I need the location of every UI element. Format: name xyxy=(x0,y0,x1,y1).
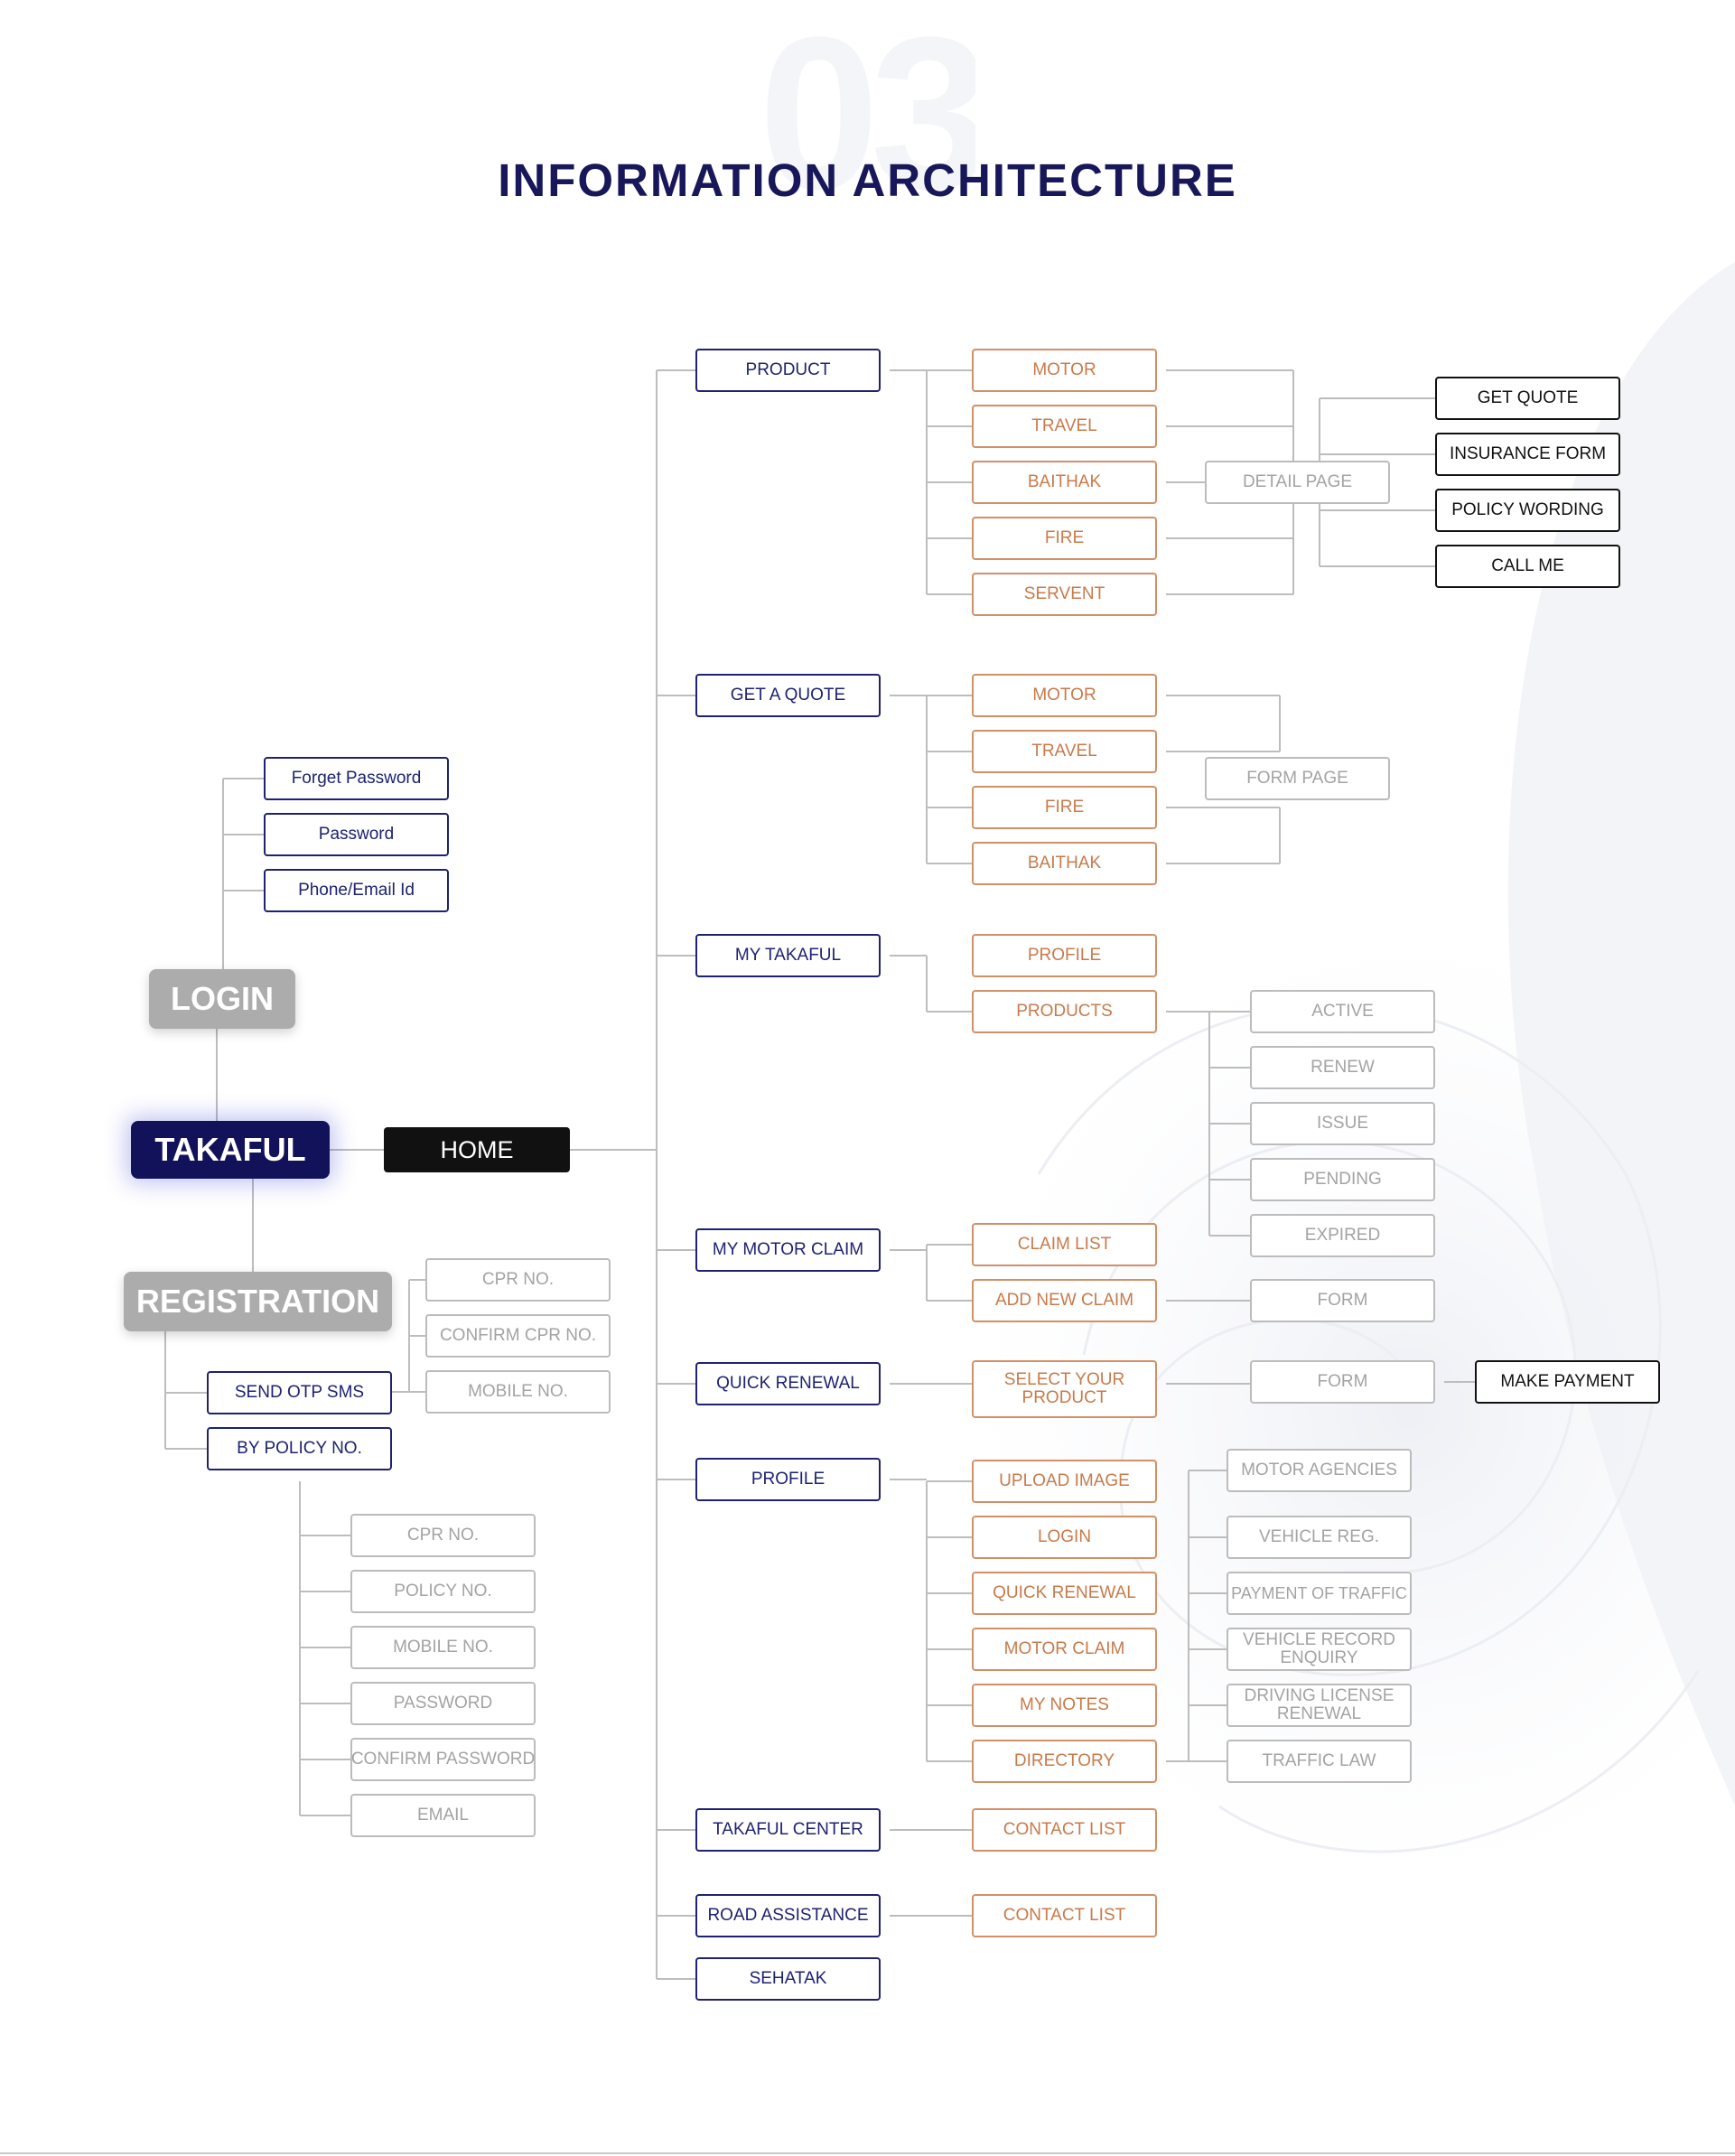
section-number: 03 xyxy=(759,27,975,199)
product-fire[interactable]: FIRE xyxy=(972,517,1157,560)
status-renew[interactable]: RENEW xyxy=(1250,1046,1435,1089)
registration-field-confirm-cpr[interactable]: CONFIRM CPR NO. xyxy=(425,1314,611,1358)
registration-field-mobile[interactable]: MOBILE NO. xyxy=(425,1370,611,1414)
status-expired[interactable]: EXPIRED xyxy=(1250,1214,1435,1257)
claim-list[interactable]: CLAIM LIST xyxy=(972,1223,1157,1266)
product-baithak[interactable]: BAITHAK xyxy=(972,461,1157,504)
policy-field-mobile[interactable]: MOBILE NO. xyxy=(350,1626,536,1669)
login-field-phone-email[interactable]: Phone/Email Id xyxy=(264,869,449,912)
road-assistance-contact-list[interactable]: CONTACT LIST xyxy=(972,1894,1157,1937)
takaful-node[interactable]: TAKAFUL xyxy=(131,1121,330,1179)
status-active[interactable]: ACTIVE xyxy=(1250,990,1435,1033)
menu-takaful-center[interactable]: TAKAFUL CENTER xyxy=(695,1808,881,1852)
directory-motor-agencies[interactable]: MOTOR AGENCIES xyxy=(1227,1449,1412,1492)
quote-motor[interactable]: MOTOR xyxy=(972,674,1157,717)
quote-fire[interactable]: FIRE xyxy=(972,786,1157,829)
policy-field-policy-no[interactable]: POLICY NO. xyxy=(350,1570,536,1613)
quote-form-page[interactable]: FORM PAGE xyxy=(1205,757,1390,800)
claim-form[interactable]: FORM xyxy=(1250,1279,1435,1322)
menu-get-a-quote[interactable]: GET A QUOTE xyxy=(695,674,881,717)
policy-field-password[interactable]: PASSWORD xyxy=(350,1682,536,1725)
menu-my-takaful[interactable]: MY TAKAFUL xyxy=(695,934,881,977)
quote-baithak[interactable]: BAITHAK xyxy=(972,842,1157,885)
menu-sehatak[interactable]: SEHATAK xyxy=(695,1957,881,2001)
profile-quick-renewal[interactable]: QUICK RENEWAL xyxy=(972,1572,1157,1615)
menu-product[interactable]: PRODUCT xyxy=(695,349,881,392)
product-servent[interactable]: SERVENT xyxy=(972,573,1157,616)
renewal-select-product[interactable]: SELECT YOUR PRODUCT xyxy=(972,1360,1157,1418)
renewal-make-payment[interactable]: MAKE PAYMENT xyxy=(1475,1360,1660,1404)
registration-send-otp[interactable]: SEND OTP SMS xyxy=(207,1371,392,1414)
detail-get-quote[interactable]: GET QUOTE xyxy=(1435,377,1620,420)
login-field-forget-password[interactable]: Forget Password xyxy=(264,757,449,800)
page-title: INFORMATION ARCHITECTURE xyxy=(498,154,1237,206)
directory-payment-of-traffic[interactable]: PAYMENT OF TRAFFIC xyxy=(1227,1572,1412,1615)
bottom-rule xyxy=(0,2152,1735,2154)
menu-quick-renewal[interactable]: QUICK RENEWAL xyxy=(695,1362,881,1405)
takaful-center-contact-list[interactable]: CONTACT LIST xyxy=(972,1808,1157,1852)
my-takaful-profile[interactable]: PROFILE xyxy=(972,934,1157,977)
registration-by-policy[interactable]: BY POLICY NO. xyxy=(207,1427,392,1470)
home-node[interactable]: HOME xyxy=(384,1127,570,1172)
status-issue[interactable]: ISSUE xyxy=(1250,1102,1435,1145)
my-takaful-products[interactable]: PRODUCTS xyxy=(972,990,1157,1033)
directory-driving-license-renewal[interactable]: DRIVING LICENSE RENEWAL xyxy=(1227,1684,1412,1727)
directory-traffic-law[interactable]: TRAFFIC LAW xyxy=(1227,1740,1412,1783)
quote-travel[interactable]: TRAVEL xyxy=(972,730,1157,773)
login-node[interactable]: LOGIN xyxy=(149,969,295,1029)
product-detail-page[interactable]: DETAIL PAGE xyxy=(1205,461,1390,504)
profile-my-notes[interactable]: MY NOTES xyxy=(972,1684,1157,1727)
policy-field-confirm-password[interactable]: CONFIRM PASSWORD xyxy=(350,1738,536,1781)
menu-profile[interactable]: PROFILE xyxy=(695,1458,881,1501)
menu-road-assistance[interactable]: ROAD ASSISTANCE xyxy=(695,1894,881,1937)
registration-node[interactable]: REGISTRATION xyxy=(124,1272,392,1331)
menu-my-motor-claim[interactable]: MY MOTOR CLAIM xyxy=(695,1228,881,1272)
product-travel[interactable]: TRAVEL xyxy=(972,405,1157,448)
policy-field-email[interactable]: EMAIL xyxy=(350,1794,536,1837)
profile-login[interactable]: LOGIN xyxy=(972,1516,1157,1559)
renewal-form[interactable]: FORM xyxy=(1250,1360,1435,1404)
login-field-password[interactable]: Password xyxy=(264,813,449,856)
claim-add-new[interactable]: ADD NEW CLAIM xyxy=(972,1279,1157,1322)
registration-field-cpr[interactable]: CPR NO. xyxy=(425,1258,611,1302)
profile-motor-claim[interactable]: MOTOR CLAIM xyxy=(972,1628,1157,1671)
detail-policy-wording[interactable]: POLICY WORDING xyxy=(1435,489,1620,532)
product-motor[interactable]: MOTOR xyxy=(972,349,1157,392)
policy-field-cpr[interactable]: CPR NO. xyxy=(350,1514,536,1557)
directory-vehicle-record-enquiry[interactable]: VEHICLE RECORD ENQUIRY xyxy=(1227,1628,1412,1671)
status-pending[interactable]: PENDING xyxy=(1250,1158,1435,1201)
detail-insurance-form[interactable]: INSURANCE FORM xyxy=(1435,433,1620,476)
profile-directory[interactable]: DIRECTORY xyxy=(972,1740,1157,1783)
detail-call-me[interactable]: CALL ME xyxy=(1435,545,1620,588)
directory-vehicle-reg[interactable]: VEHICLE REG. xyxy=(1227,1516,1412,1559)
profile-upload-image[interactable]: UPLOAD IMAGE xyxy=(972,1460,1157,1503)
